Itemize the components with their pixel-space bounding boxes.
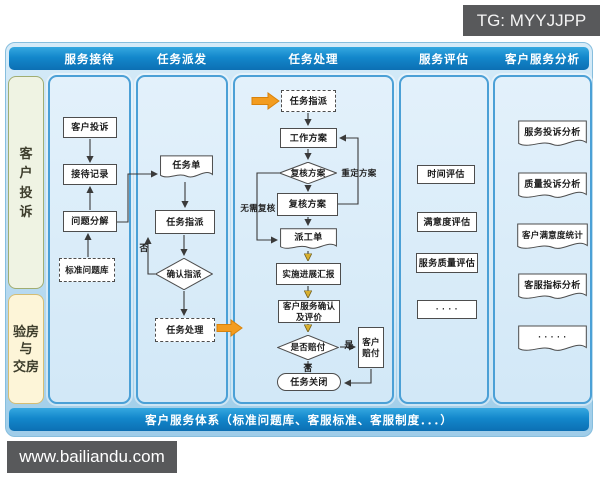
node-label: 客户满意度统计	[522, 229, 583, 240]
document-shape	[518, 325, 587, 355]
node-more-eval: · · · ·	[417, 300, 477, 319]
node-label: 接待记录	[71, 169, 109, 180]
edge-label-no-compensate: 否	[303, 363, 313, 373]
node-more-analysis: · · · · ·	[518, 325, 587, 355]
node-progress-report: 实施进展汇报	[276, 263, 341, 285]
node-review-plan-decision: 复核方案	[279, 162, 337, 184]
decision-shape	[155, 258, 213, 290]
side-label-inspection-delivery: 验房 与 交房	[8, 294, 44, 404]
node-label: 问题分解	[71, 216, 109, 227]
node-task-assign-handle: 任务指派	[281, 90, 336, 112]
node-task-close: 任务关闭	[277, 373, 341, 391]
edge-label-no-assign: 否	[139, 243, 149, 253]
node-label: 客户 赔付	[362, 337, 380, 358]
document-shape	[280, 228, 337, 252]
node-service-confirm: 客户服务确认 及评价	[278, 300, 340, 323]
node-complaint-analysis: 服务投诉分析	[518, 120, 587, 150]
document-shape	[517, 223, 588, 253]
node-quality-complaint-analysis: 质量投诉分析	[518, 172, 587, 202]
lane-header-bar: 服务接待 任务派发 任务处理 服务评估 客户服务分析	[9, 47, 589, 70]
node-label: 实施进展汇报	[282, 268, 335, 279]
node-label: 服务投诉分析	[524, 126, 581, 137]
node-label: · · · · ·	[538, 331, 567, 342]
document-shape	[518, 172, 587, 202]
node-customer-compensate: 客户 赔付	[358, 327, 384, 368]
node-dispatch-sheet: 派工单	[280, 228, 337, 252]
node-work-plan: 工作方案	[280, 128, 337, 148]
node-problem-decompose: 问题分解	[63, 211, 117, 232]
node-label: 时间评估	[427, 169, 465, 180]
node-review-plan: 复核方案	[277, 193, 338, 216]
lane-title-task-handling: 任务处理	[288, 53, 339, 66]
node-label: 复核方案	[288, 199, 327, 210]
node-label: 任务关闭	[290, 376, 328, 387]
node-label: 服务质量评估	[418, 257, 476, 268]
lane-title-service-reception: 服务接待	[64, 53, 115, 66]
document-shape	[518, 273, 587, 303]
decision-shape	[277, 335, 339, 360]
node-customer-complaint: 客户投诉	[63, 117, 117, 138]
node-task-assign-dispatch: 任务指派	[155, 210, 215, 234]
node-label: 标准问题库	[65, 264, 109, 275]
lane-title-service-eval: 服务评估	[419, 53, 469, 66]
node-label: 任务单	[172, 159, 201, 170]
node-satisfaction-eval: 满意度评估	[417, 212, 477, 232]
node-label: 客户服务确认 及评价	[282, 301, 336, 322]
node-satisfaction-stats: 客户满意度统计	[517, 223, 588, 253]
node-label: 质量投诉分析	[524, 178, 581, 189]
node-reception-record: 接待记录	[63, 164, 117, 185]
node-label: 派工单	[294, 231, 323, 242]
lane-service-eval	[399, 75, 489, 404]
document-shape	[160, 155, 213, 181]
side-label-customer-complaint: 客 户 投 诉	[8, 76, 44, 289]
footer-bar: 客户服务体系（标准问题库、客服标准、客服制度．．．）	[9, 408, 589, 431]
node-confirm-assign: 确认指派	[155, 258, 213, 290]
node-label: 工作方案	[289, 132, 328, 143]
lane-title-service-analysis: 客户服务分析	[505, 53, 580, 66]
node-label: 任务指派	[166, 216, 204, 227]
site-watermark: www.bailiandu.com	[7, 441, 177, 473]
edge-label-redefine-plan: 重定方案	[341, 168, 377, 178]
node-compensate-decision: 是否赔付	[277, 335, 339, 360]
node-quality-eval: 服务质量评估	[416, 253, 478, 273]
node-label: 任务处理	[166, 324, 204, 335]
lane-title-task-dispatch: 任务派发	[157, 53, 207, 66]
node-label: 客服指标分析	[524, 279, 581, 290]
node-label: 任务指派	[289, 95, 328, 106]
node-label: 客户投诉	[71, 122, 109, 133]
node-task-sheet: 任务单	[160, 155, 213, 181]
node-service-index-analysis: 客服指标分析	[518, 273, 587, 303]
tg-watermark: TG: MYYJJPP	[463, 5, 600, 36]
edge-label-no-review-needed: 无需复核	[240, 203, 276, 213]
node-label: 是否赔付	[290, 342, 326, 353]
node-time-eval: 时间评估	[417, 165, 475, 184]
document-shape	[518, 120, 587, 150]
decision-shape	[279, 162, 337, 184]
edge-label-yes-compensate: 是	[344, 340, 354, 350]
node-label: 满意度评估	[423, 216, 471, 227]
node-label: · · · ·	[435, 304, 459, 315]
node-label: 复核方案	[290, 167, 326, 178]
node-task-handle: 任务处理	[155, 318, 215, 342]
node-label: 确认指派	[166, 268, 202, 279]
lane-task-dispatch	[136, 75, 228, 404]
footer-label: 客户服务体系（标准问题库、客服标准、客服制度．．．）	[145, 414, 453, 427]
node-standard-problem-lib: 标准问题库	[59, 258, 115, 282]
